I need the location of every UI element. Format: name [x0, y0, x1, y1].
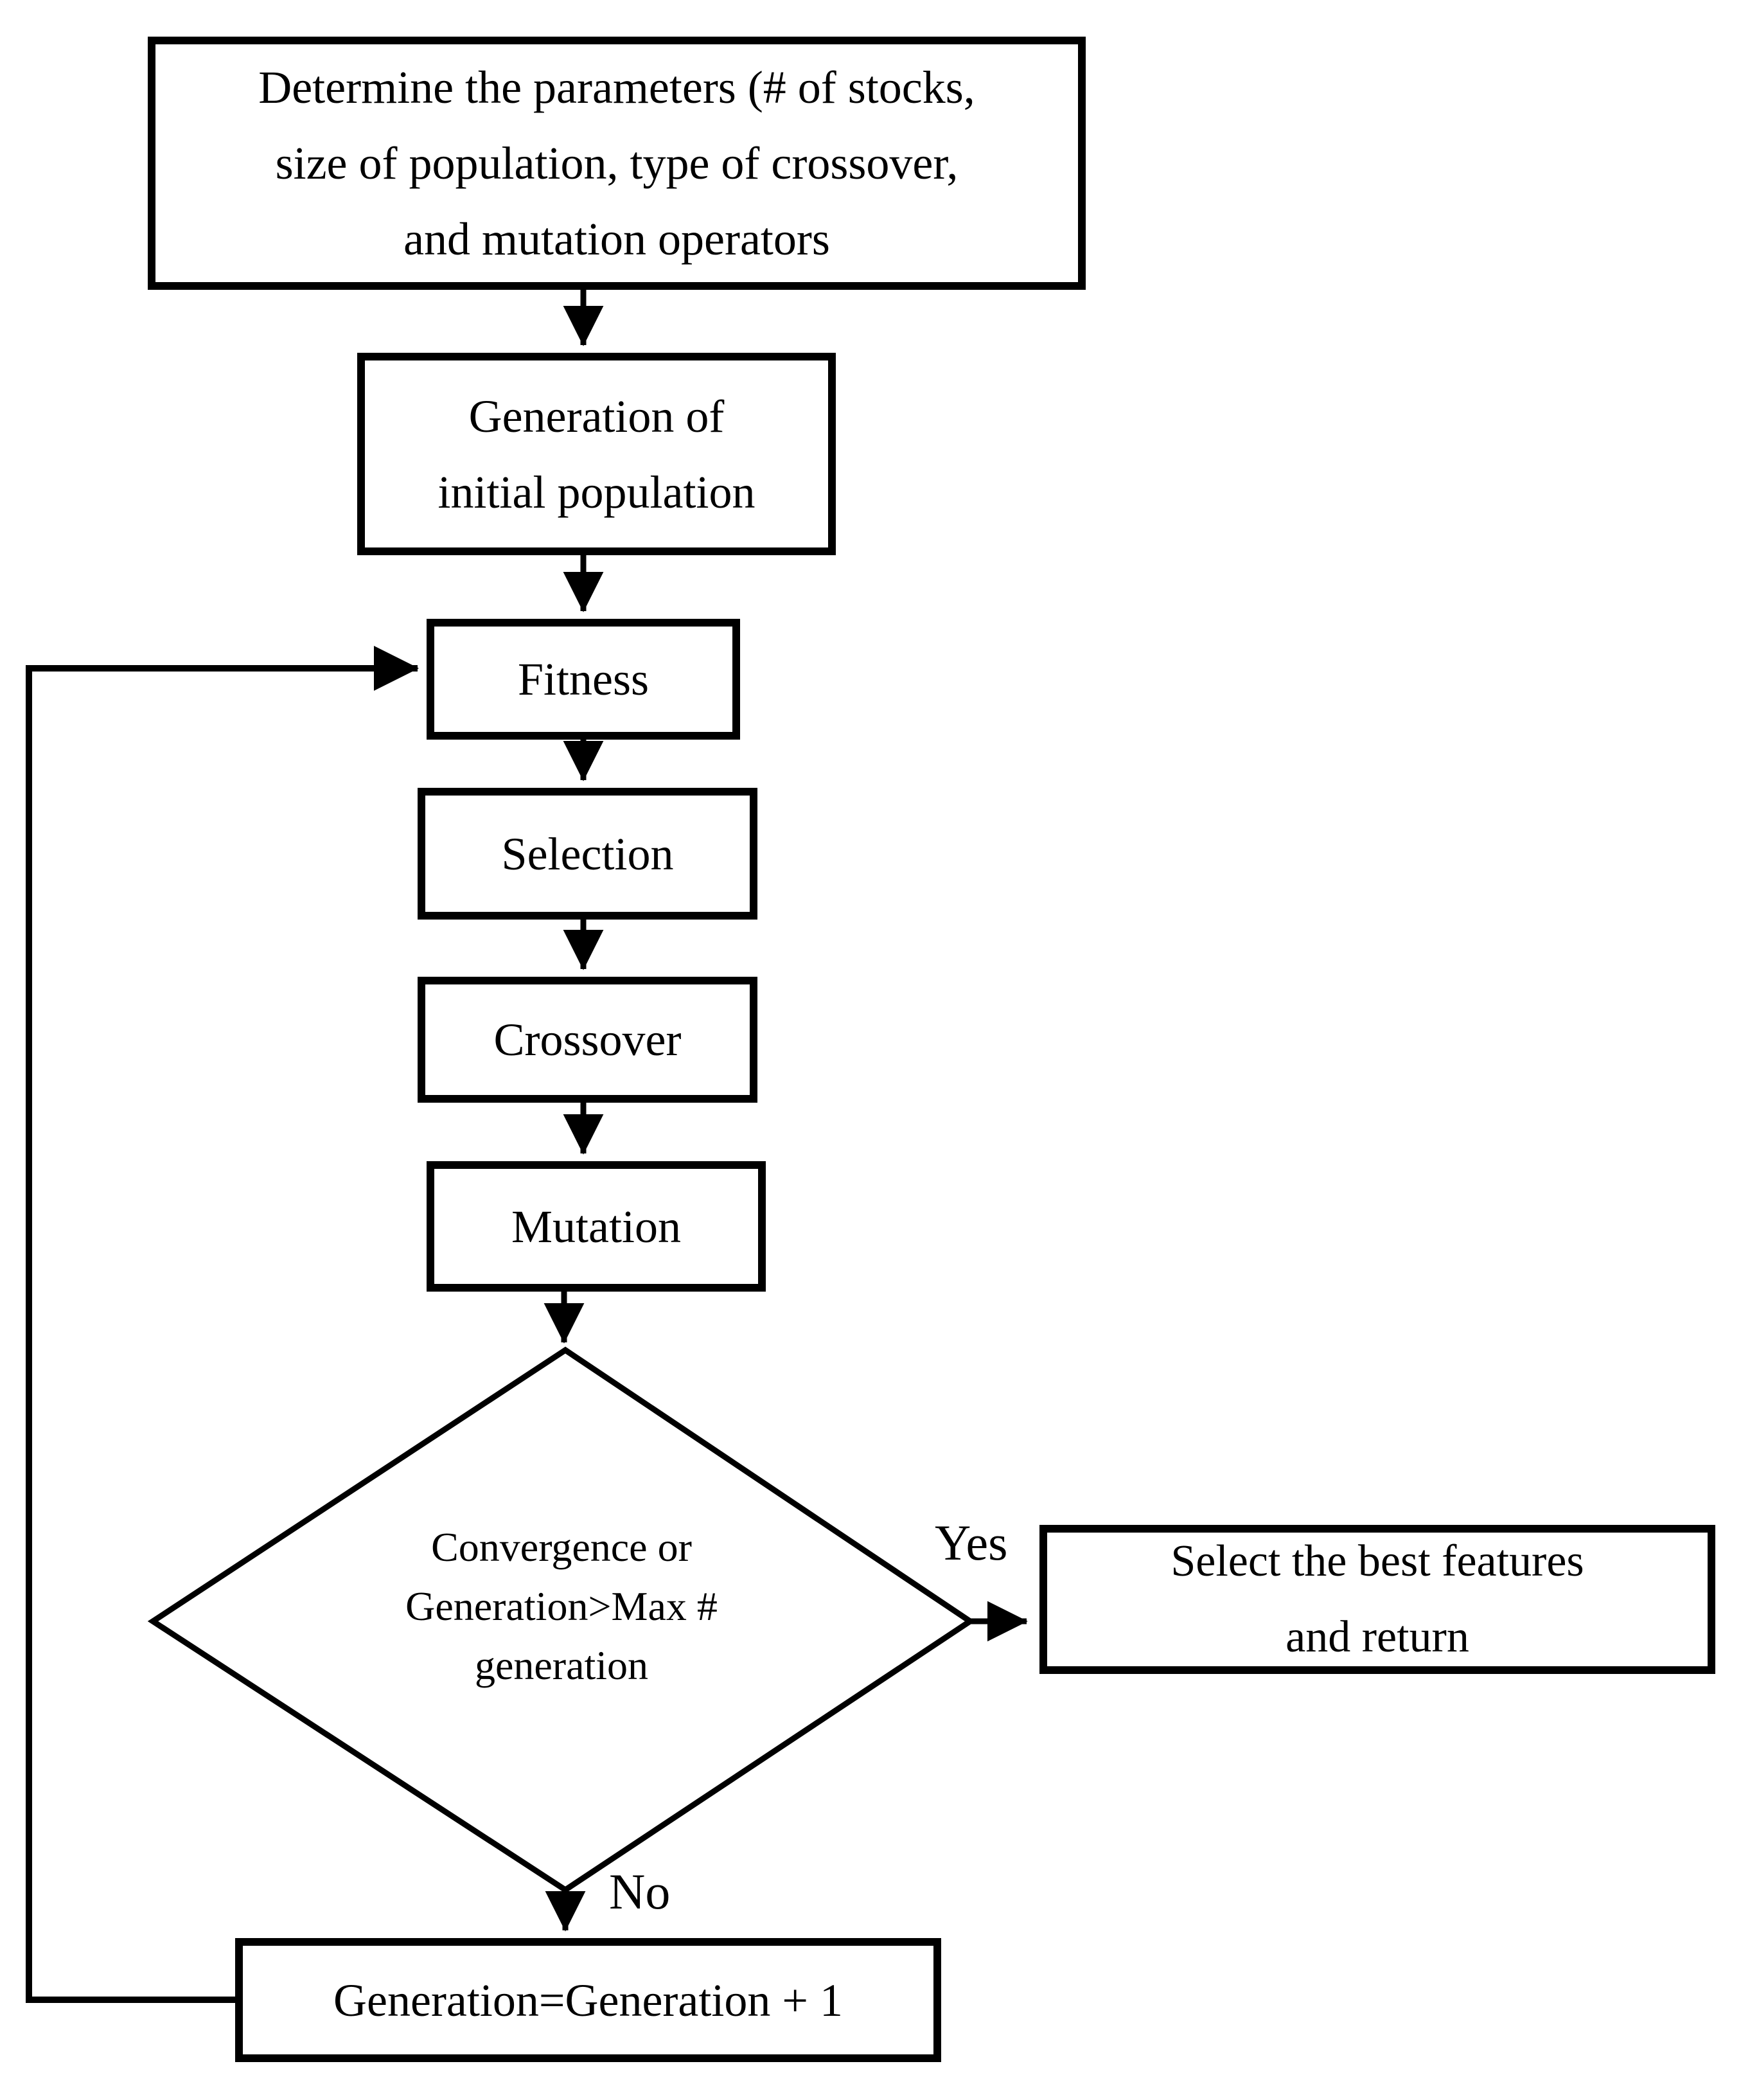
node-mutation: Mutation — [427, 1161, 766, 1292]
node-selection: Selection — [418, 788, 757, 920]
node-select-best-features: Select the best features and return — [1039, 1525, 1715, 1674]
node-increment-generation: Generation=Generation + 1 — [235, 1938, 941, 2062]
loop-arrow-increment-to-fitness-icon — [26, 646, 419, 2003]
node-text-line: Selection — [501, 828, 674, 880]
node-text-line: and return — [1286, 1612, 1469, 1662]
node-text-line: Generation>Max — [405, 1583, 687, 1629]
node-text-line: Fitness — [517, 654, 650, 705]
node-determine-parameters: Determine the parameters (# of stocks, s… — [148, 37, 1086, 290]
node-text-line: initial population — [437, 466, 756, 518]
node-text-line: size of population, type of crossover, — [275, 138, 959, 189]
node-crossover: Crossover — [418, 977, 757, 1103]
node-text-line: # generation — [474, 1583, 718, 1688]
node-text-line: Generation=Generation + 1 — [333, 1974, 843, 2026]
node-convergence-decision: Convergence or Generation>Max # generati… — [337, 1518, 786, 1695]
node-fitness: Fitness — [427, 619, 740, 740]
node-text-line: Generation of — [468, 390, 725, 442]
node-text-line: Select the best features — [1171, 1536, 1584, 1586]
node-text-line: Determine the parameters (# of stocks, — [258, 62, 975, 113]
node-initial-population: Generation of initial population — [357, 353, 836, 555]
node-text-line: and mutation operators — [403, 213, 830, 265]
edge-label-yes: Yes — [935, 1515, 1008, 1571]
edge-label-no: No — [609, 1864, 671, 1919]
node-text-line: Convergence or — [431, 1524, 692, 1570]
node-text-line: Mutation — [511, 1200, 681, 1252]
node-text-line: Crossover — [493, 1014, 682, 1065]
